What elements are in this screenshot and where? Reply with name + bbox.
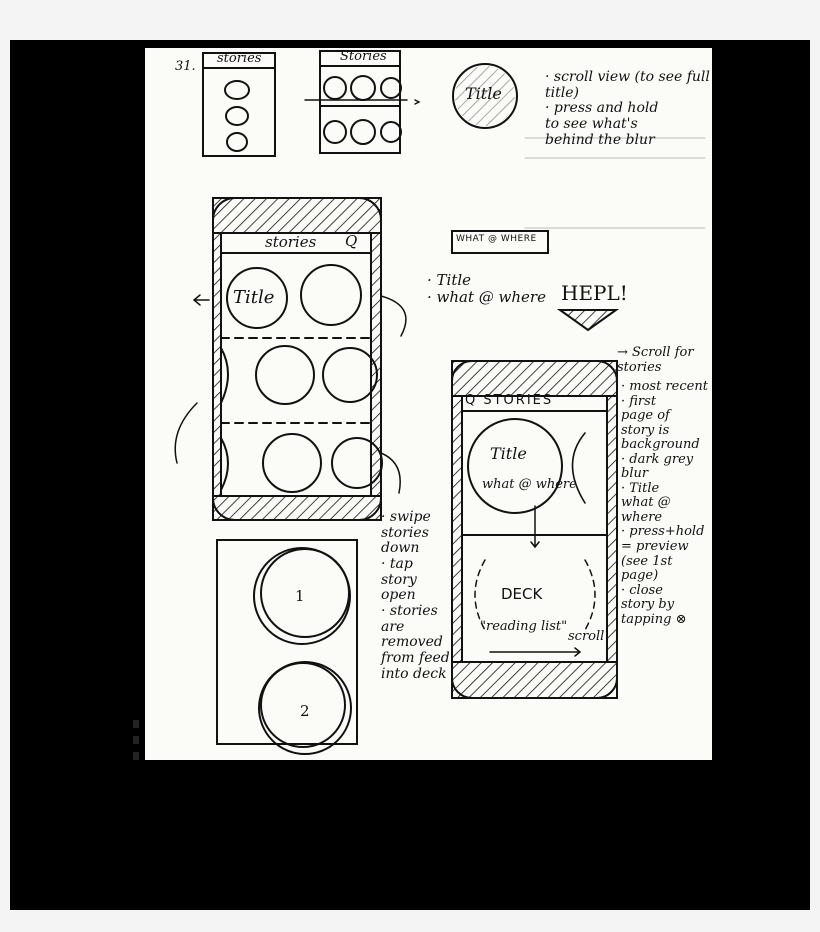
sketch-drawing [174, 50, 706, 755]
help-text: HEPL! [561, 281, 628, 305]
main-phone-title: Title [233, 287, 275, 308]
help-triangle [556, 309, 620, 332]
scroll-label: scroll [568, 629, 605, 644]
right-phone-sub: what @ where [482, 477, 577, 492]
banner-label: WHAT @ WHERE [456, 234, 537, 244]
deck-card-2: 2 [300, 702, 310, 720]
scroll-for-stories: → Scroll for stories [617, 345, 694, 375]
search-icon: Q [345, 232, 358, 250]
swipe-notes: · swipe stories down · tap story open · … [381, 509, 450, 682]
main-callout: · Title · what @ where [427, 271, 546, 306]
blur-circle [452, 63, 518, 129]
mini-phone-2-header: Stories [340, 49, 387, 64]
deck-stack [216, 539, 358, 755]
deck-card-1: 1 [295, 587, 305, 605]
main-phone-header: stories [265, 233, 317, 251]
right-phone-title: Title [490, 444, 527, 463]
page-number: 31. [175, 59, 196, 74]
mini-phone-1 [202, 52, 276, 157]
reading-list-label: "reading list" [480, 619, 568, 634]
main-phone [174, 197, 407, 521]
blur-note: · scroll view (to see full title) · pres… [545, 69, 710, 148]
mini-phone-2 [304, 50, 421, 154]
right-phone [451, 360, 618, 699]
spiral-binding [133, 720, 139, 760]
banner-box [451, 230, 549, 254]
deck-label: DECK [501, 585, 543, 603]
blur-circle-title: Title [465, 84, 502, 103]
notebook-page: 31. stories Stories Title · scroll view … [145, 48, 712, 760]
mini-phone-1-header: stories [217, 51, 262, 66]
right-phone-header: Q STORIES [465, 393, 554, 408]
right-notes: · most recent · first page of story is b… [621, 379, 708, 627]
